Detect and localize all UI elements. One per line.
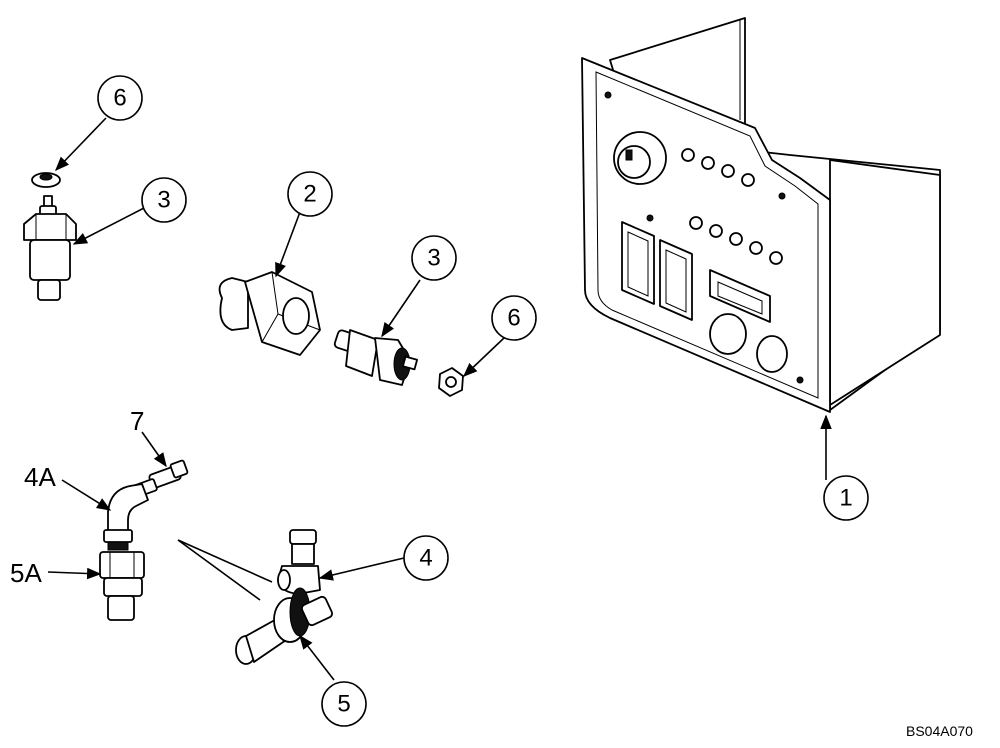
callout-3-top-left-label: 3 bbox=[157, 187, 170, 214]
callout-6-top-left: 6 bbox=[97, 75, 143, 121]
callout-5: 5 bbox=[321, 681, 367, 727]
callout-3-center: 3 bbox=[411, 235, 457, 281]
callout-4: 4 bbox=[403, 535, 449, 581]
elbow-4-part bbox=[277, 529, 321, 595]
callout-1-label: 1 bbox=[839, 485, 852, 512]
label-5a: 5A bbox=[10, 558, 42, 588]
callout-6-center: 6 bbox=[491, 295, 537, 341]
callout-1: 1 bbox=[823, 475, 869, 521]
nut-center-part bbox=[438, 367, 464, 397]
hex-fitting-part bbox=[218, 271, 321, 356]
sender-center-part bbox=[333, 329, 418, 386]
sender-top-left-part bbox=[23, 195, 77, 301]
callout-3-top-left: 3 bbox=[141, 177, 187, 223]
callout-4-label: 4 bbox=[419, 545, 432, 572]
instrument-panel-part bbox=[581, 17, 941, 413]
label-4a: 4A bbox=[24, 462, 56, 492]
leader-lines bbox=[47, 117, 832, 681]
label-7: 7 bbox=[130, 406, 144, 436]
callout-2: 2 bbox=[287, 171, 333, 217]
callout-3-center-label: 3 bbox=[427, 245, 440, 272]
figure-id: BS04A070 bbox=[906, 723, 973, 739]
bulkhead-5a-part bbox=[99, 551, 145, 621]
washer-top-left-part bbox=[31, 172, 61, 188]
callout-6-top-left-label: 6 bbox=[113, 85, 126, 112]
bulkhead-5-part bbox=[235, 587, 334, 665]
callout-6-center-label: 6 bbox=[507, 305, 520, 332]
elbow-4a-part bbox=[103, 483, 149, 551]
callout-5-label: 5 bbox=[337, 691, 350, 718]
callout-2-label: 2 bbox=[303, 181, 316, 208]
